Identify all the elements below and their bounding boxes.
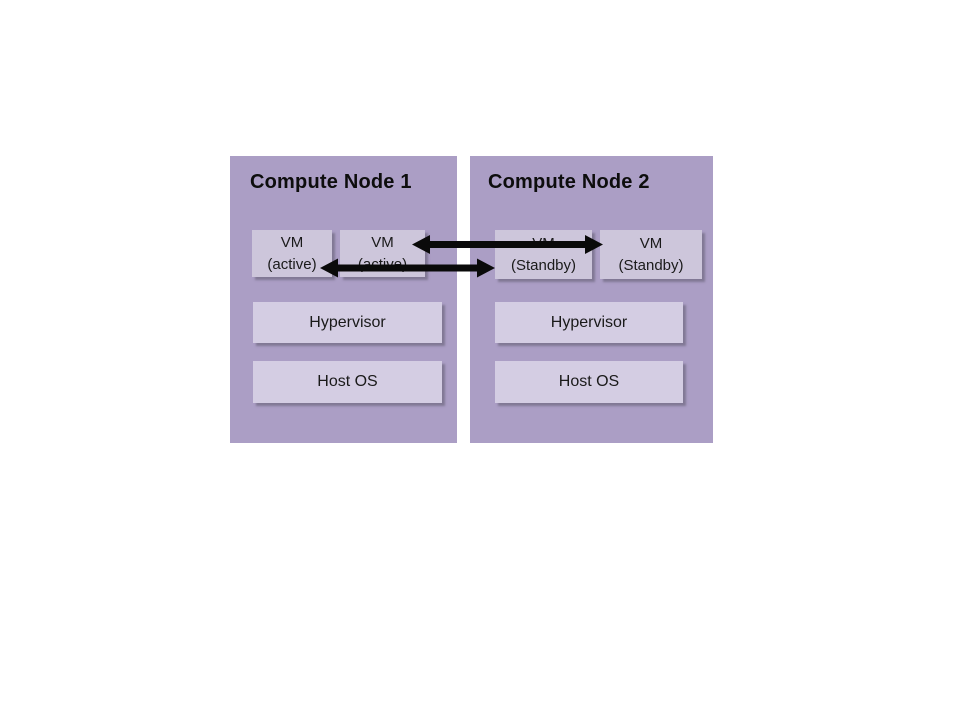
vm-label-line1: VM bbox=[639, 234, 663, 252]
node1-vm1-active: VM (active) bbox=[252, 230, 332, 277]
node2-vm1-standby: VM (Standby) bbox=[495, 230, 592, 279]
compute-node-2: Compute Node 2 VM (Standby) VM (Standby)… bbox=[470, 156, 713, 443]
node1-vm2-active: VM (active) bbox=[340, 230, 425, 277]
node2-hypervisor: Hypervisor bbox=[495, 302, 683, 343]
host-os-label: Host OS bbox=[558, 373, 620, 390]
vm-label-line1: VM bbox=[280, 233, 304, 251]
compute-node-1-title: Compute Node 1 bbox=[250, 171, 412, 193]
node1-hypervisor: Hypervisor bbox=[253, 302, 442, 343]
vm-label-line2: (active) bbox=[267, 255, 317, 273]
host-os-label: Host OS bbox=[317, 373, 378, 390]
compute-node-2-title: Compute Node 2 bbox=[488, 171, 650, 193]
hypervisor-label: Hypervisor bbox=[550, 313, 628, 331]
node2-host-os: Host OS bbox=[495, 361, 683, 403]
hypervisor-label: Hypervisor bbox=[309, 313, 386, 331]
vm-label-line2: (active) bbox=[357, 255, 408, 273]
vm-label-line1: VM bbox=[532, 234, 555, 252]
vm-label-line1: VM bbox=[371, 233, 394, 251]
vm-label-line2: (Standby) bbox=[618, 256, 684, 274]
node1-host-os: Host OS bbox=[253, 361, 442, 403]
compute-node-1: Compute Node 1 VM (active) VM (active) H… bbox=[230, 156, 457, 443]
node2-vm2-standby: VM (Standby) bbox=[600, 230, 702, 279]
vm-label-line2: (Standby) bbox=[510, 256, 577, 274]
